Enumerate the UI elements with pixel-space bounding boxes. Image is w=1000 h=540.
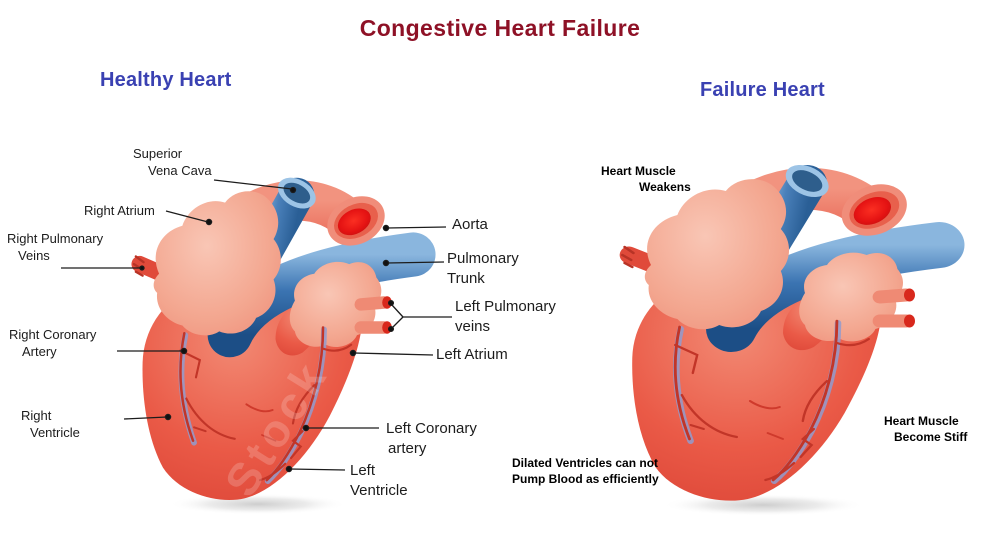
leader-right-pulmonary-veins (61, 265, 145, 271)
failure-heart-heading: Failure Heart (700, 79, 825, 101)
label-left-pulmonary-veins: Left Pulmonary veins (455, 298, 556, 335)
label-right-atrium: Right Atrium (84, 203, 155, 218)
leader-pulmonary-trunk (382, 259, 445, 267)
leader-left-ventricle (285, 465, 346, 473)
leader-right-atrium (165, 210, 213, 226)
annotation-heart-muscle-stiff: Heart Muscle Become Stiff (884, 414, 968, 444)
annotation-dilated-ventricles: Dilated Ventricles can not Pump Blood as… (512, 456, 659, 486)
label-right-coronary-artery: Right Coronary Artery (9, 327, 97, 359)
label-right-ventricle: Right Ventricle (21, 408, 80, 440)
healthy-heart-heading: Healthy Heart (100, 69, 232, 91)
label-left-atrium: Left Atrium (436, 346, 508, 363)
leader-superior-vena-cava (213, 179, 297, 194)
label-right-pulmonary-veins: Right Pulmonary Veins (7, 231, 104, 263)
leader-left-atrium (349, 349, 434, 357)
failure-heart-illustration (622, 158, 939, 516)
leader-right-ventricle (123, 413, 172, 421)
leader-right-coronary-artery (117, 347, 188, 355)
annotation-heart-muscle-weakens: Heart Muscle Weakens (601, 164, 691, 194)
label-aorta: Aorta (452, 216, 488, 233)
leader-left-pulmonary-veins (387, 299, 452, 333)
label-left-coronary-artery: Left Coronary artery (386, 420, 477, 457)
leader-aorta (382, 224, 447, 232)
label-pulmonary-trunk: Pulmonary Trunk (447, 250, 519, 287)
page-title: Congestive Heart Failure (359, 15, 641, 41)
label-superior-vena-cava: Superior Vena Cava (133, 146, 212, 178)
leader-left-coronary-artery (302, 424, 379, 432)
label-left-ventricle: Left Ventricle (350, 462, 408, 499)
